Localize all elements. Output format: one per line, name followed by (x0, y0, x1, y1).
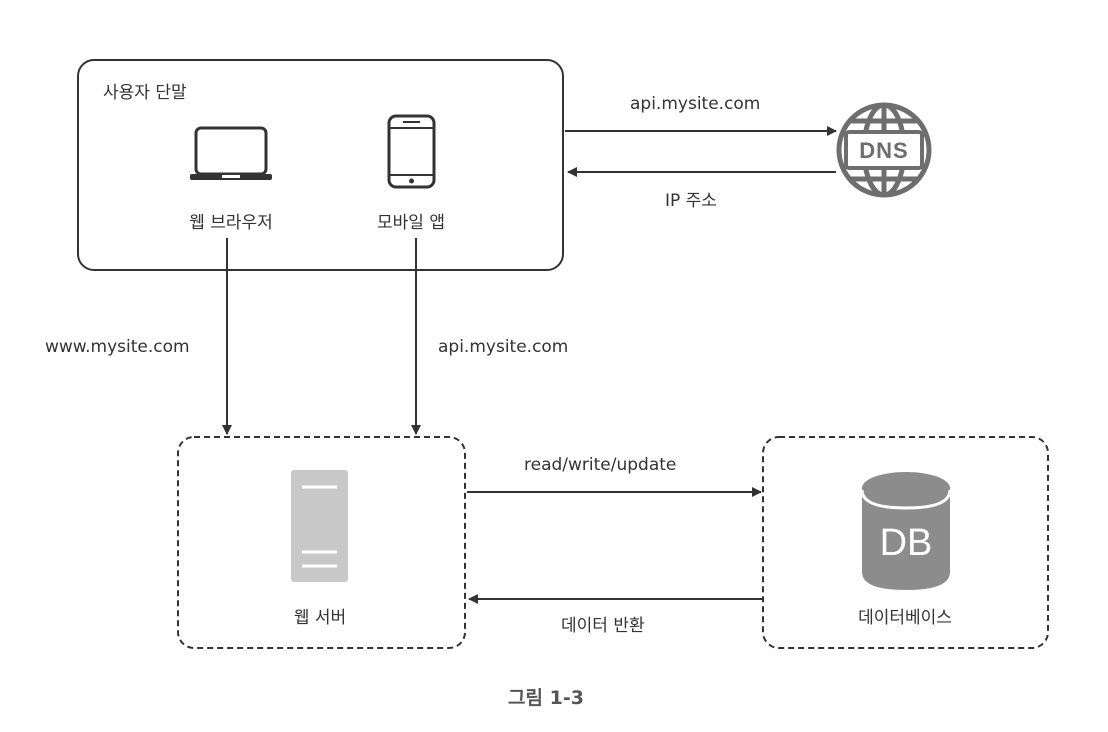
web-server-label: 웹 서버 (293, 608, 347, 628)
app-to-server-label: api.mysite.com (438, 337, 569, 357)
server-icon (291, 470, 348, 582)
user-devices-box (77, 59, 564, 271)
db-to-server-label: 데이터 반환 (561, 616, 645, 636)
dns-globe-icon (836, 102, 932, 198)
laptop-icon (190, 126, 272, 180)
dns-response-label: IP 주소 (665, 191, 717, 211)
mobile-app-label: 모바일 앱 (377, 213, 445, 233)
dns-request-label: api.mysite.com (630, 94, 761, 114)
database-icon (860, 472, 952, 590)
user-devices-title: 사용자 단말 (103, 83, 187, 103)
web-server-box (177, 436, 466, 649)
figure-caption: 그림 1-3 (508, 687, 584, 709)
db-icon-text: DB (879, 522, 933, 564)
web-browser-label: 웹 브라우저 (189, 213, 273, 233)
dns-icon-text: DNS (859, 138, 909, 163)
browser-to-server-label: www.mysite.com (45, 337, 190, 357)
database-label: 데이터베이스 (858, 608, 952, 628)
mobile-phone-icon (387, 114, 436, 189)
server-to-db-label: read/write/update (524, 455, 677, 475)
